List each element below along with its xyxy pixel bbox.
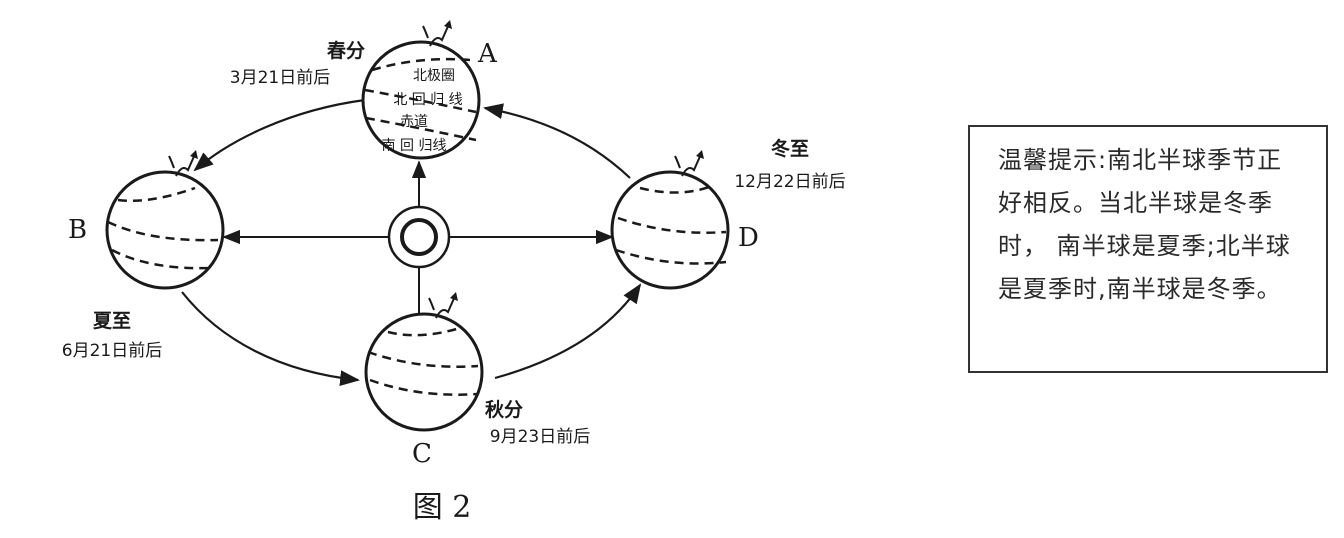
- arctic-circle-label: 北极圈: [413, 68, 455, 84]
- position-c-season: 秋分: [485, 398, 523, 421]
- position-a-letter: A: [477, 39, 498, 69]
- earth-revolution-diagram: 北极圈 北 回 归 线 赤道 南 回 归线 A 春分 3月21日前后 B 夏至 …: [0, 0, 960, 538]
- tip-text: 温馨提示:南北半球季节正好相反。当北半球是冬季时， 南半球是夏季;北半球是夏季时…: [998, 146, 1291, 303]
- position-b-season: 夏至: [93, 310, 131, 332]
- sun-icon: [389, 207, 449, 267]
- position-a-date: 3月21日前后: [230, 68, 330, 88]
- position-d-season: 冬至: [771, 137, 809, 160]
- position-d-letter: D: [738, 223, 759, 253]
- position-c-date: 9月23日前后: [490, 427, 590, 447]
- position-d-date: 12月22日前后: [734, 172, 845, 192]
- position-b-letter: B: [68, 215, 87, 245]
- globe-a: 北极圈 北 回 归 线 赤道 南 回 归线: [363, 20, 479, 158]
- orbit-arc-b-to-c: [182, 292, 358, 380]
- orbit-arc-a-to-b: [195, 100, 365, 170]
- tropic-of-cancer-label: 北 回 归 线: [393, 91, 462, 108]
- position-c-letter: C: [412, 439, 432, 469]
- orbit-arc-d-to-a: [485, 108, 630, 178]
- globe-c: [366, 292, 482, 430]
- position-a-season: 春分: [327, 39, 365, 62]
- equator-label: 赤道: [400, 114, 428, 130]
- globe-b: [107, 150, 223, 288]
- tip-box: 温馨提示:南北半球季节正好相反。当北半球是冬季时， 南半球是夏季;北半球是夏季时…: [968, 125, 1328, 373]
- figure-caption: 图 2: [413, 490, 472, 525]
- globe-d: [612, 150, 728, 288]
- position-b-date: 6月21日前后: [62, 341, 162, 361]
- orbit-arc-c-to-d: [495, 285, 640, 378]
- tropic-of-capricorn-label: 南 回 归线: [382, 137, 447, 154]
